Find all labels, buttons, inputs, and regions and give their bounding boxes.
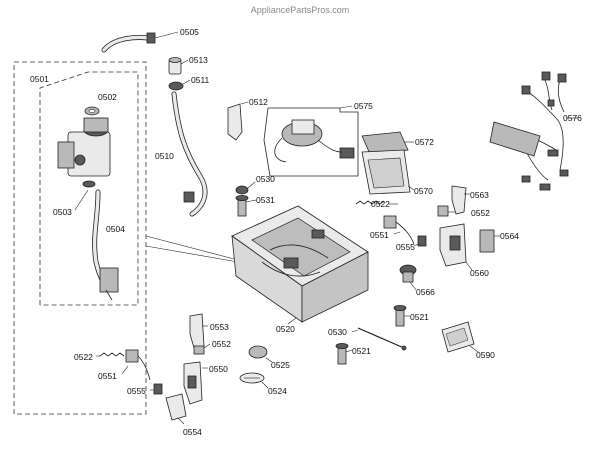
callout-0521-upper: 0521	[410, 312, 429, 322]
part-0560-float-housing[interactable]	[439, 223, 473, 271]
part-0590-plate[interactable]	[441, 321, 479, 353]
part-0552-switch-right[interactable]	[437, 205, 456, 217]
callout-0520: 0520	[276, 324, 295, 334]
part-0570-filter[interactable]	[361, 149, 415, 195]
callout-0554: 0554	[183, 427, 202, 437]
callout-0576: 0576	[563, 113, 582, 123]
part-0554-bracket[interactable]	[165, 393, 187, 425]
group-0501-to-base-leader-2	[145, 235, 239, 261]
callout-0510: 0510	[155, 151, 174, 161]
callout-0590: 0590	[476, 350, 495, 360]
part-0563-bracket[interactable]	[451, 185, 470, 215]
part-0551-sensor-right[interactable]	[383, 215, 415, 245]
part-0511-clamp[interactable]	[168, 79, 191, 91]
callout-0551-left: 0551	[98, 371, 117, 381]
part-0551-sensor-left[interactable]	[121, 349, 151, 381]
watermark-text: AppliancePartsPros.com	[251, 5, 350, 15]
callout-0572: 0572	[415, 137, 434, 147]
part-0531-bolt[interactable]	[235, 194, 257, 217]
part-0521-bolt-upper[interactable]	[393, 304, 410, 327]
callout-0552-right: 0552	[471, 208, 490, 218]
part-0520-base[interactable]	[231, 205, 369, 325]
part-0552-switch-left[interactable]	[193, 343, 211, 355]
callout-0570: 0570	[414, 186, 433, 196]
part-0525-float[interactable]	[248, 345, 273, 363]
callout-0575: 0575	[354, 101, 373, 111]
callout-0530-lower: 0530	[328, 327, 347, 337]
callout-0551-right: 0551	[370, 230, 389, 240]
part-0503-valve-housing[interactable]	[57, 117, 111, 211]
part-0513-cap[interactable]	[168, 57, 189, 75]
callout-0555-left: 0555	[127, 386, 146, 396]
part-0550-float-bracket[interactable]	[183, 361, 208, 405]
callout-0530-top: 0530	[256, 174, 275, 184]
callout-0552-left: 0552	[212, 339, 231, 349]
callout-0505: 0505	[180, 27, 199, 37]
group-0501-outline	[13, 61, 147, 415]
part-0566-sensor[interactable]	[399, 264, 417, 291]
callout-0513: 0513	[189, 55, 208, 65]
group-0501-to-base-leader	[145, 245, 239, 263]
part-0522-spring-left[interactable]	[96, 352, 125, 357]
part-0510-drain-hose[interactable]	[171, 91, 208, 217]
part-0521-bolt-lower[interactable]	[335, 342, 353, 365]
part-0576-wiring-harness[interactable]	[489, 71, 578, 191]
part-0524-disc[interactable]	[239, 372, 269, 389]
part-0522-spring-right[interactable]	[355, 200, 398, 205]
callout-0522-left: 0522	[74, 352, 93, 362]
callout-0550: 0550	[209, 364, 228, 374]
callout-0521-lower: 0521	[352, 346, 371, 356]
part-0512-bracket[interactable]	[227, 101, 249, 141]
part-0555-clip-right[interactable]	[413, 235, 427, 247]
callout-0563: 0563	[470, 190, 489, 200]
group-0502-outline	[39, 71, 139, 306]
part-0505-hose[interactable]	[101, 31, 179, 53]
part-0502-washer[interactable]	[84, 106, 100, 116]
callout-0511: 0511	[191, 75, 210, 85]
callout-0501: 0501	[30, 74, 49, 84]
part-0555-clip-left[interactable]	[150, 383, 163, 395]
callout-0502: 0502	[98, 92, 117, 102]
part-0553-bracket[interactable]	[189, 313, 208, 349]
part-0572-filter-cover[interactable]	[361, 131, 414, 155]
callout-0503: 0503	[53, 207, 72, 217]
part-0530-rod[interactable]	[351, 327, 407, 351]
callout-0564: 0564	[500, 231, 519, 241]
callout-0553: 0553	[210, 322, 229, 332]
part-0564-connector[interactable]	[479, 229, 500, 253]
callout-0504: 0504	[106, 224, 125, 234]
callout-0512: 0512	[249, 97, 268, 107]
callout-0560: 0560	[470, 268, 489, 278]
callout-0525: 0525	[271, 360, 290, 370]
callout-0555-right: 0555	[396, 242, 415, 252]
part-0504-fill-hose[interactable]	[92, 189, 119, 301]
callout-0531: 0531	[256, 195, 275, 205]
part-0530-nut-top[interactable]	[235, 181, 256, 195]
callout-0566: 0566	[416, 287, 435, 297]
callout-0524: 0524	[268, 386, 287, 396]
part-0575-circulation-pump[interactable]	[263, 105, 359, 177]
callout-0522-right: 0522	[371, 199, 390, 209]
